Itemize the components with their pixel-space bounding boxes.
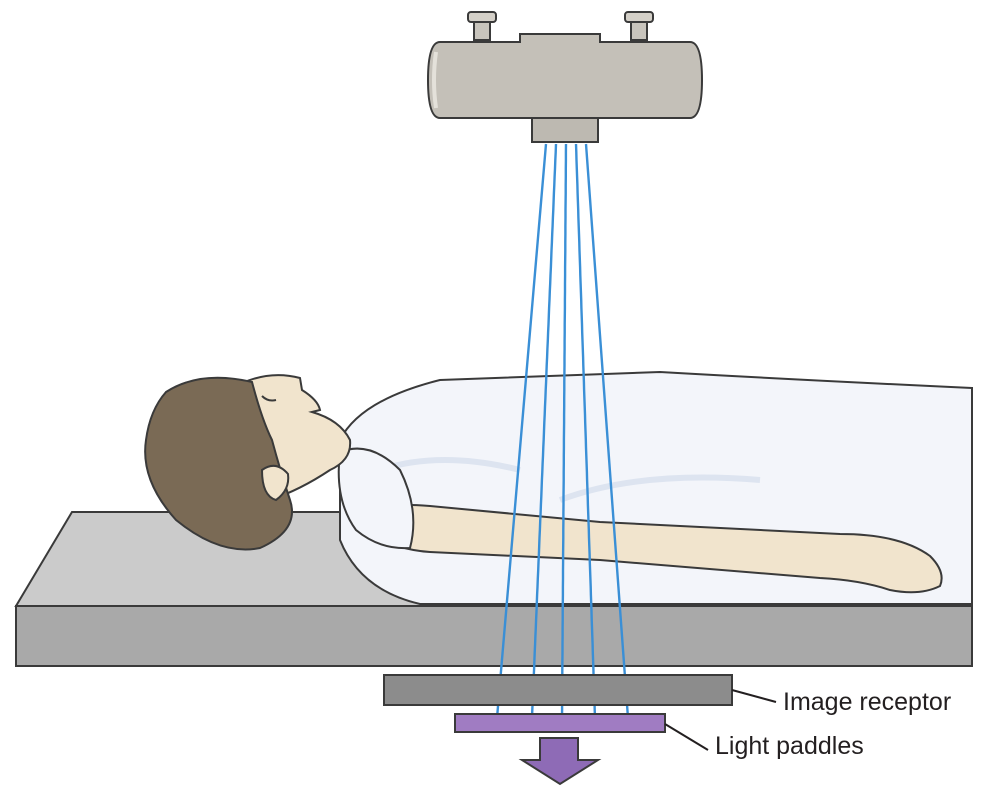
- paddles-leader-line: [665, 724, 708, 750]
- down-arrow-icon: [522, 738, 598, 784]
- image-receptor-label: Image receptor: [783, 690, 951, 715]
- light-paddles-label: Light paddles: [715, 734, 864, 759]
- image-receptor: [384, 675, 732, 705]
- receptor-leader-line: [732, 690, 776, 702]
- x-ray-tube-icon: [428, 12, 702, 142]
- light-paddles: [455, 714, 665, 732]
